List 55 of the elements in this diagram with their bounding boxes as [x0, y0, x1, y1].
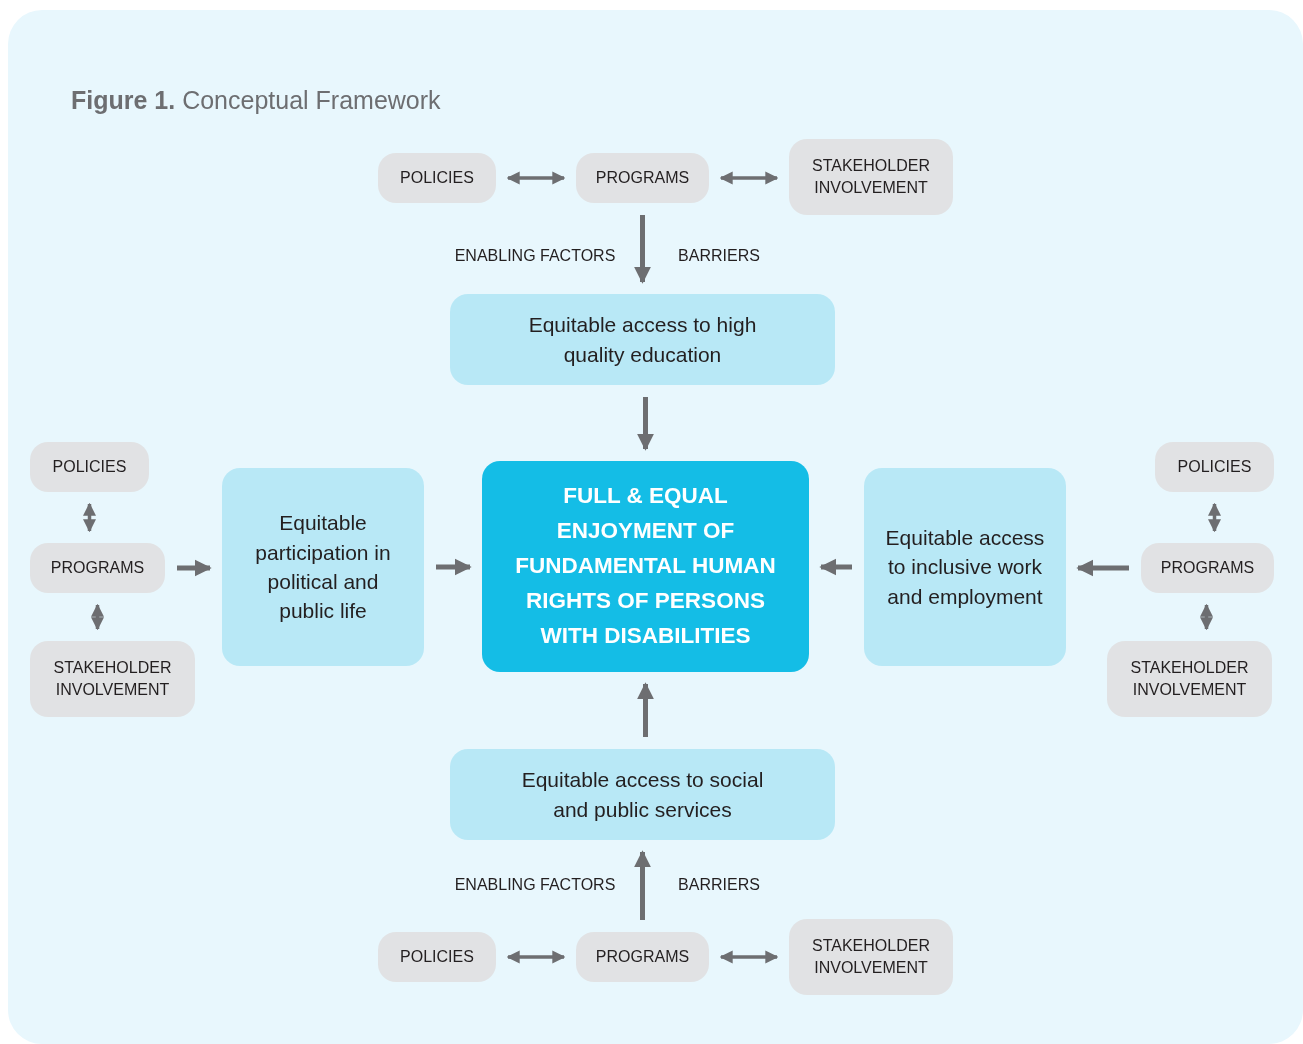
arrow: [634, 215, 651, 284]
box-label: Equitable access to high quality education: [527, 312, 758, 368]
factor-box: [789, 919, 953, 995]
outcome-box: [450, 294, 835, 385]
box-label: STAKEHOLDER INVOLVEMENT: [811, 156, 931, 198]
arrow: [719, 950, 779, 964]
factor-box: [1141, 543, 1274, 593]
factor-box: [378, 932, 496, 982]
arrow: [91, 603, 104, 631]
box-label: POLICIES: [52, 457, 127, 478]
box-label: PROGRAMS: [50, 558, 145, 579]
arrow: [819, 558, 852, 576]
outcome-box: [222, 468, 424, 666]
factor-box: [378, 153, 496, 203]
box-label: STAKEHOLDER INVOLVEMENT: [52, 658, 173, 700]
factor-label: ENABLING FACTORS: [454, 876, 616, 894]
arrow: [177, 559, 212, 577]
factor-label: ENABLING FACTORS: [454, 247, 616, 265]
arrow: [1076, 559, 1129, 577]
outcome-box: [450, 749, 835, 840]
factor-box: [30, 543, 165, 593]
arrow: [719, 171, 779, 185]
arrow: [506, 950, 566, 964]
factor-label: BARRIERS: [678, 247, 760, 265]
box-label: Equitable participation in political and public life: [254, 510, 392, 625]
factor-box: [1155, 442, 1274, 492]
box-label: PROGRAMS: [1160, 558, 1255, 579]
factor-box: [576, 932, 709, 982]
factor-label: BARRIERS: [678, 876, 760, 894]
box-label: STAKEHOLDER INVOLVEMENT: [1129, 658, 1250, 700]
arrow: [436, 558, 472, 576]
factor-box: [789, 139, 953, 215]
box-label: Equitable access to social and public services: [520, 767, 765, 823]
box-label: POLICIES: [1177, 457, 1252, 478]
arrow: [1208, 502, 1221, 533]
factor-box: [30, 442, 149, 492]
arrow: [637, 397, 654, 451]
goal-box: [482, 461, 809, 672]
box-label: PROGRAMS: [595, 168, 690, 189]
outcome-box: [864, 468, 1066, 666]
factor-box: [1107, 641, 1272, 717]
arrow: [634, 850, 651, 920]
arrow: [506, 171, 566, 185]
factor-box: [30, 641, 195, 717]
box-label: POLICIES: [400, 947, 474, 968]
arrow: [83, 502, 96, 533]
arrow: [1200, 603, 1213, 631]
arrow: [637, 682, 654, 737]
box-label: FULL & EQUAL ENJOYMENT OF FUNDAMENTAL HUMAN RIGHTS OF PERSONS WITH DISABILITIES: [514, 482, 777, 650]
box-label: POLICIES: [400, 168, 474, 189]
box-label: Equitable access to inclusive work and employment: [884, 524, 1046, 610]
figure-title: Figure 1. Conceptual Framework: [71, 86, 441, 115]
box-label: PROGRAMS: [595, 947, 690, 968]
box-label: STAKEHOLDER INVOLVEMENT: [811, 936, 931, 978]
factor-box: [576, 153, 709, 203]
